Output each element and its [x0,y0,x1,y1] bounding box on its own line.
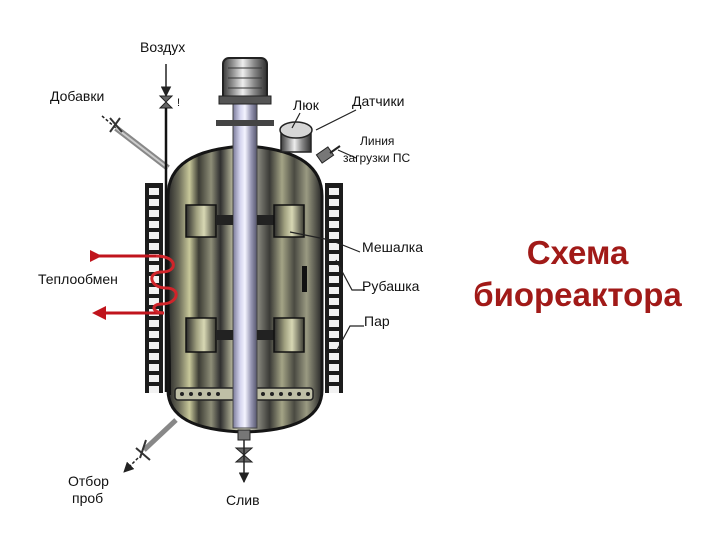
jacket-perforation [149,298,159,305]
diagram-title: Схема биореактора [455,232,700,316]
jacket-perforation [149,364,159,371]
jacket-perforation [329,331,339,338]
label-additives: Добавки [50,88,104,104]
aerator-hole [261,392,265,396]
aerator-hole [306,392,310,396]
jacket-perforation [149,221,159,228]
jacket-perforation [329,298,339,305]
sampling-line [123,418,178,473]
load-line-fitting [315,145,341,164]
air-line: ! [158,64,180,392]
jacket-perforation [329,188,339,195]
sight-glass [302,266,307,292]
leader-lines [289,109,365,353]
label-sampling-1: Отбор [68,473,109,489]
label-jacket: Рубашка [362,278,420,294]
jacket-perforation [149,232,159,239]
title-line-1: Схема [526,234,629,271]
label-heat-exchange: Теплообмен [38,271,118,287]
jacket-perforation [329,386,339,393]
jacket-perforation [149,353,159,360]
jacket-perforation [149,243,159,250]
jacket-perforation [329,199,339,206]
aerator-hole [198,392,202,396]
label-air: Воздух [140,39,185,55]
jacket-perforation [149,342,159,349]
jacket-perforation [149,276,159,283]
label-sampling-2: проб [72,490,103,506]
jacket-perforation [149,199,159,206]
jacket-perforation [329,364,339,371]
aerator-hole [180,392,184,396]
jacket-perforation [329,320,339,327]
aerator-hole [207,392,211,396]
motor [218,57,272,105]
jacket-perforation [329,287,339,294]
jacket-perforation [149,375,159,382]
heat-exchange [90,250,178,320]
jacket-perforation [149,386,159,393]
jacket-right [325,183,343,393]
aerator-hole [288,392,292,396]
aerator-hole [270,392,274,396]
jacket-perforation [329,342,339,349]
shaft-bearing [216,120,274,126]
drain [234,429,254,484]
jacket-perforation [329,375,339,382]
jacket-perforation [149,331,159,338]
jacket-perforation [149,210,159,217]
jacket-perforation [329,265,339,272]
aerator-hole [297,392,301,396]
jacket-perforation [149,265,159,272]
jacket-perforation [149,320,159,327]
label-sensors: Датчики [352,93,404,109]
jacket-perforation [329,243,339,250]
label-load-line-1: Линия [360,134,394,148]
label-steam: Пар [364,313,390,329]
jacket-perforation [329,254,339,261]
heat-coil [150,254,178,315]
label-drain: Слив [226,492,260,508]
impeller-lower [185,317,305,353]
label-load-line-2: загрузки ПС [343,151,411,165]
title-line-2: биореактора [473,276,682,313]
svg-text:!: ! [177,97,180,109]
shaft [232,97,258,429]
jacket-perforation [149,188,159,195]
jacket-perforation [329,276,339,283]
aerator-hole [216,392,220,396]
jacket-perforation [329,353,339,360]
hatch [279,121,313,153]
jacket-perforation [329,210,339,217]
aerator-hole [189,392,193,396]
heat-coil-loop [150,254,178,315]
jacket-perforation [329,221,339,228]
impeller-upper [185,204,305,238]
label-stirrer: Мешалка [362,239,423,255]
label-hatch: Люк [293,97,320,113]
aerator-hole [279,392,283,396]
jacket-perforation [149,287,159,294]
jacket-perforation [329,232,339,239]
jacket-perforation [329,309,339,316]
additives-line [101,115,170,171]
